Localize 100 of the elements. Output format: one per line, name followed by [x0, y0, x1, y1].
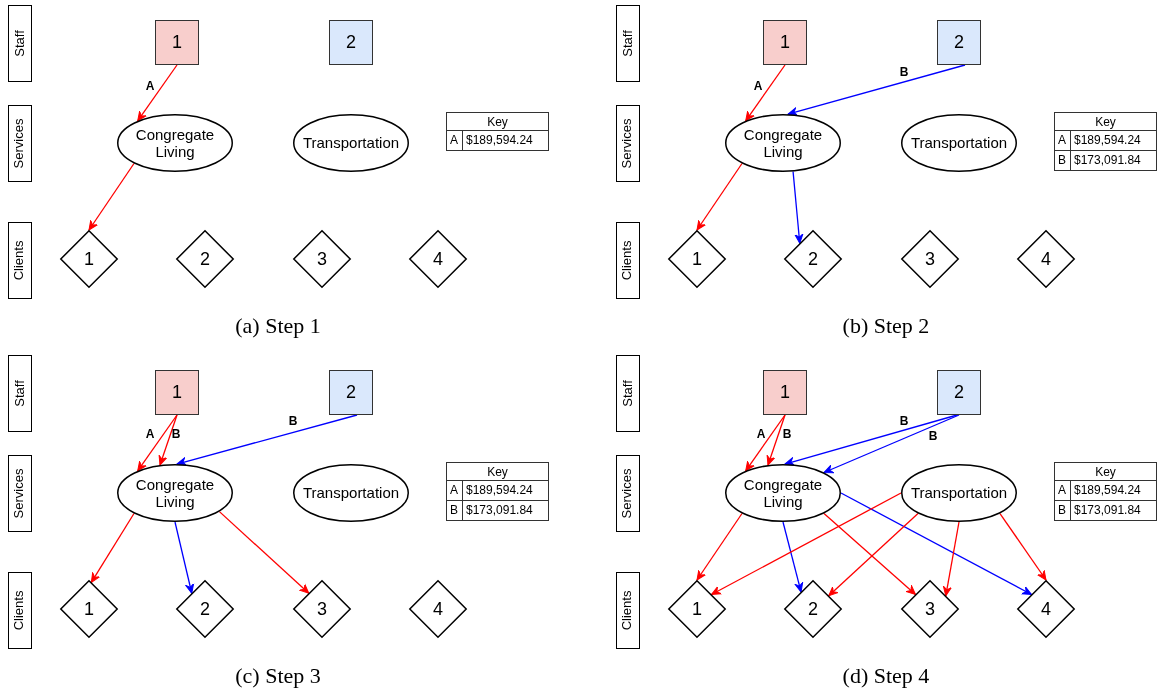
row-label: Services [12, 468, 28, 519]
client-diamond [901, 580, 959, 638]
staff-box [155, 20, 199, 65]
row-header [616, 105, 640, 182]
row-header [616, 455, 640, 532]
edge-label: B [899, 414, 909, 428]
edge-label: B [171, 427, 181, 441]
node-label: Congregate Living [742, 475, 824, 511]
arrow [784, 414, 958, 466]
node-label: 2 [808, 598, 818, 620]
row-label: Clients [12, 590, 28, 631]
arrow [745, 414, 786, 472]
node-label: 3 [925, 248, 935, 270]
node-label: 1 [84, 598, 94, 620]
service-ellipse [293, 114, 409, 172]
service-ellipse [725, 114, 841, 172]
row-header [8, 355, 32, 432]
row-label: Staff [620, 380, 636, 407]
node-label: Transportation [302, 484, 400, 502]
arrow [782, 521, 804, 593]
service-ellipse [901, 464, 1017, 522]
staff-box [763, 20, 807, 65]
service-ellipse [293, 464, 409, 522]
client-diamond [60, 230, 118, 288]
node-label: 2 [200, 248, 210, 270]
client-diamond [293, 580, 351, 638]
arrow [137, 64, 178, 122]
service-ellipse [117, 114, 233, 172]
client-diamond [1017, 580, 1075, 638]
client-diamond [1017, 230, 1075, 288]
arrow [745, 64, 786, 122]
row-label: Services [12, 118, 28, 169]
row-header [616, 572, 640, 649]
node-label: Congregate Living [134, 125, 216, 161]
node-label: 1 [172, 32, 182, 53]
staff-box [763, 370, 807, 415]
node-label: 1 [780, 32, 790, 53]
node-label: 4 [1041, 598, 1051, 620]
arrow [840, 492, 1033, 596]
client-diamond [60, 580, 118, 638]
edge-label: B [899, 65, 909, 79]
row-label: Staff [12, 30, 28, 57]
staff-box [937, 370, 981, 415]
arrow [218, 511, 310, 594]
arrow [792, 170, 804, 244]
client-diamond [293, 230, 351, 288]
figure-caption: (c) Step 3 [234, 663, 322, 689]
figure-caption: (b) Step 2 [841, 313, 931, 339]
node-label: Congregate Living [742, 125, 824, 161]
row-label: Services [620, 468, 636, 519]
edge-label: A [753, 79, 763, 93]
edge-label: A [756, 427, 766, 441]
node-label: 2 [346, 382, 356, 403]
staff-box [329, 370, 373, 415]
edge-label: B [928, 429, 938, 443]
arrow [787, 64, 966, 117]
row-label: Clients [620, 240, 636, 281]
row-header [616, 222, 640, 299]
client-diamond [901, 230, 959, 288]
table-value: $173,091.84 [1070, 150, 1157, 171]
client-diamond [409, 580, 467, 638]
arrow [174, 521, 195, 594]
figure-caption: (d) Step 4 [841, 663, 931, 689]
client-diamond [176, 580, 234, 638]
row-label: Clients [620, 590, 636, 631]
client-diamond [784, 230, 842, 288]
table-value: $189,594.24 [462, 130, 549, 151]
service-ellipse [725, 464, 841, 522]
arrow [90, 512, 135, 583]
staff-box [937, 20, 981, 65]
arrow [158, 414, 178, 466]
edge-label: A [145, 427, 155, 441]
node-label: 4 [433, 598, 443, 620]
row-label: Services [620, 118, 636, 169]
node-label: 3 [925, 598, 935, 620]
row-label: Clients [12, 240, 28, 281]
node-label: 4 [1041, 248, 1051, 270]
service-ellipse [117, 464, 233, 522]
row-header [8, 222, 32, 299]
arrow [696, 512, 743, 581]
node-label: 3 [317, 598, 327, 620]
row-header [8, 572, 32, 649]
arrow [999, 512, 1047, 581]
row-label: Staff [12, 380, 28, 407]
arrow [88, 162, 135, 231]
node-label: 2 [200, 598, 210, 620]
client-diamond [668, 580, 726, 638]
client-diamond [176, 230, 234, 288]
service-ellipse [901, 114, 1017, 172]
arrow [942, 521, 960, 597]
node-label: 3 [317, 248, 327, 270]
node-label: 1 [84, 248, 94, 270]
client-diamond [784, 580, 842, 638]
node-label: 2 [954, 32, 964, 53]
node-label: 4 [433, 248, 443, 270]
arrow [176, 414, 358, 466]
node-label: Transportation [302, 134, 400, 152]
figure-caption: (a) Step 1 [234, 313, 322, 339]
staff-box [155, 370, 199, 415]
staff-box [329, 20, 373, 65]
